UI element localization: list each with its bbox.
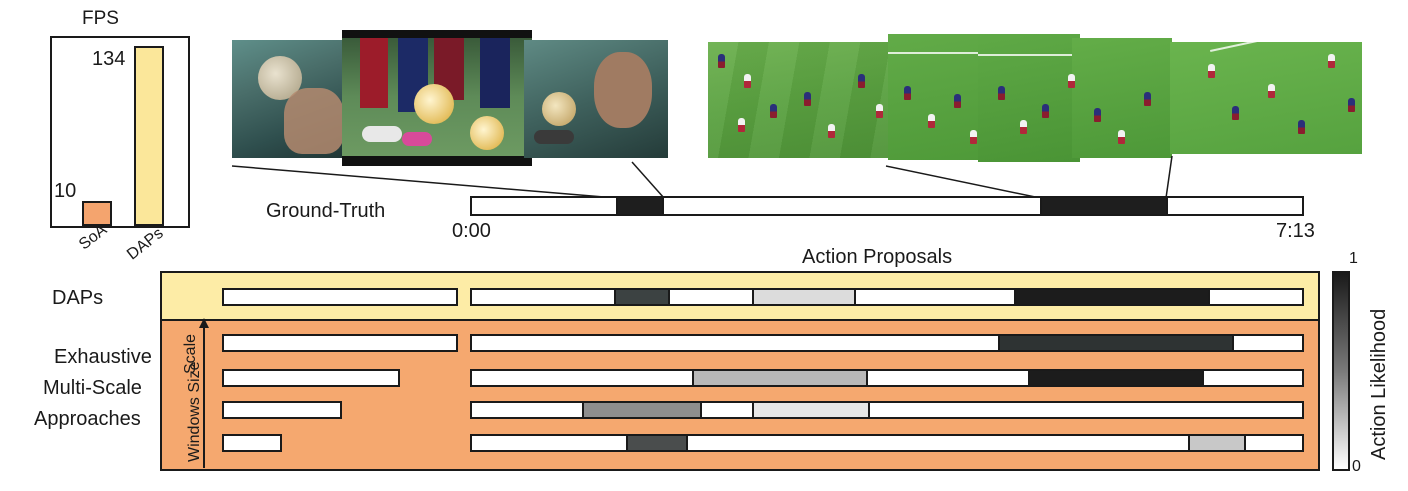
player-figure — [1298, 120, 1305, 134]
proposal-bar — [222, 369, 400, 387]
daps-row-label: DAPs — [52, 287, 104, 309]
action-proposals-title: Action Proposals — [802, 246, 953, 268]
exhaustive-label-line: Multi-Scale — [43, 377, 142, 399]
player-figure — [1144, 92, 1151, 106]
colorbar-axis-label: Action Likelihood — [1368, 308, 1390, 460]
video-strip-field — [708, 34, 1362, 164]
scale-arrow — [199, 318, 209, 468]
ground-truth-segment — [616, 196, 664, 216]
time-end: 7:13 — [1276, 220, 1315, 242]
player-figure — [1232, 106, 1239, 120]
ground-truth-timeline — [470, 196, 1304, 216]
video-frame — [342, 30, 532, 166]
fps-chart-frame — [50, 36, 190, 228]
player-figure — [928, 114, 935, 128]
player-figure — [904, 86, 911, 100]
proposal-bar — [470, 434, 1304, 452]
video-frame — [978, 34, 1080, 162]
proposal-bar — [222, 288, 458, 306]
player-figure — [738, 118, 745, 132]
player-figure — [1068, 74, 1075, 88]
proposal-bar — [470, 369, 1304, 387]
video-frame — [524, 40, 668, 158]
player-figure — [1042, 104, 1049, 118]
time-start: 0:00 — [452, 220, 491, 242]
player-figure — [828, 124, 835, 138]
fps-bar-soa — [82, 201, 112, 226]
ground-truth-segment — [1040, 196, 1168, 216]
ground-truth-label: Ground-Truth — [266, 200, 386, 222]
player-figure — [998, 86, 1005, 100]
proposal-segment — [626, 434, 688, 452]
video-strip-closeup — [232, 30, 668, 166]
connector-line — [1165, 155, 1173, 199]
proposal-bar — [222, 434, 282, 452]
proposal-segment — [582, 401, 702, 419]
proposal-segment — [998, 334, 1234, 352]
likelihood-colorbar — [1332, 271, 1350, 471]
proposal-bar — [222, 401, 342, 419]
player-figure — [1348, 98, 1355, 112]
proposal-segment — [752, 401, 870, 419]
fps-value-daps: 134 — [92, 48, 126, 70]
connector-line — [631, 161, 665, 199]
proposal-segment — [1028, 369, 1204, 387]
player-figure — [954, 94, 961, 108]
proposal-segment — [692, 369, 868, 387]
proposal-bar — [470, 401, 1304, 419]
player-figure — [770, 104, 777, 118]
connector-line — [885, 165, 1041, 199]
proposal-bar — [470, 288, 1304, 306]
video-frame — [708, 42, 894, 158]
player-figure — [804, 92, 811, 106]
exhaustive-label-line: Exhaustive — [54, 346, 152, 368]
proposal-bar — [222, 334, 458, 352]
video-frame — [232, 40, 352, 158]
player-figure — [1208, 64, 1215, 78]
player-figure — [1118, 130, 1125, 144]
colorbar-max-label: 1 — [1349, 250, 1358, 267]
proposal-segment — [752, 288, 856, 306]
player-figure — [858, 74, 865, 88]
player-figure — [1268, 84, 1275, 98]
proposal-bar — [470, 334, 1304, 352]
connector-line — [231, 165, 617, 199]
player-figure — [1094, 108, 1101, 122]
player-figure — [1328, 54, 1335, 68]
player-figure — [718, 54, 725, 68]
proposal-segment — [614, 288, 670, 306]
player-figure — [1020, 120, 1027, 134]
fps-value-soa: 10 — [54, 180, 77, 202]
exhaustive-label-line: Approaches — [34, 408, 141, 430]
fps-bar-daps — [134, 46, 164, 226]
player-figure — [970, 130, 977, 144]
fps-title: FPS — [82, 8, 119, 29]
proposal-segment — [1188, 434, 1246, 452]
colorbar-min-label: 0 — [1352, 458, 1361, 475]
player-figure — [876, 104, 883, 118]
player-figure — [744, 74, 751, 88]
proposal-segment — [1014, 288, 1210, 306]
